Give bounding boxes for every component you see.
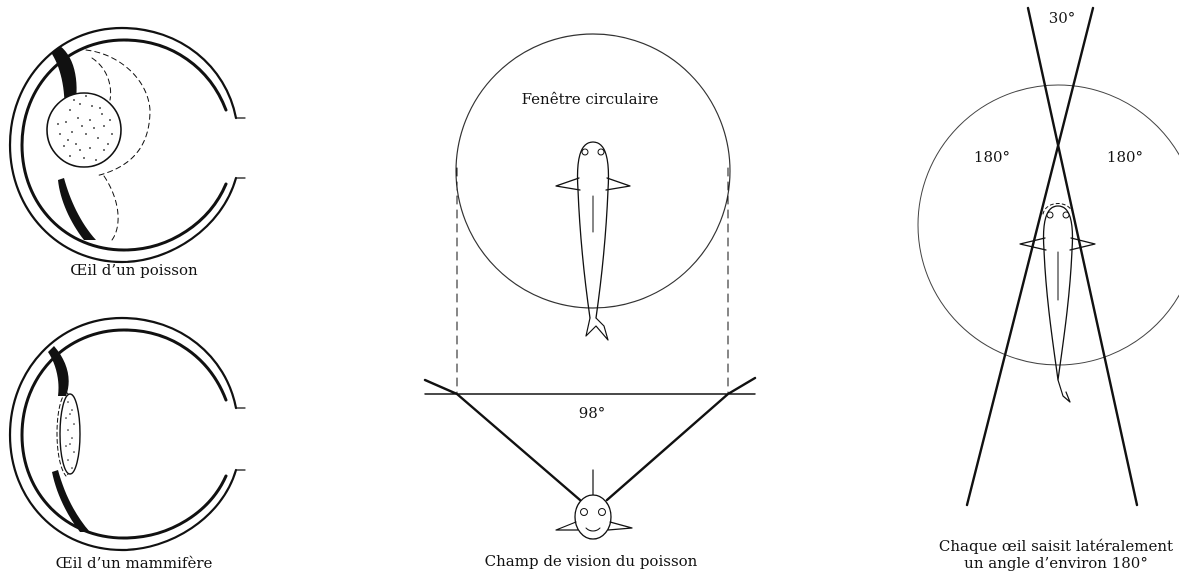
mammal-eye-diagram: Œil d’un mammifère — [8, 316, 246, 572]
left-angle-label: 180° — [974, 148, 1010, 166]
right-angle-label: 180° — [1107, 148, 1143, 166]
circular-window-label: Fenêtre circulaire — [522, 90, 659, 108]
left-eye-sight-line — [1026, 6, 1139, 507]
mammal-flat-lens — [59, 393, 81, 475]
mammal-iris-shape — [48, 346, 69, 396]
fish-top-view-lateral — [1019, 203, 1096, 403]
lateral-caption-line2: un angle d’environ 180° — [964, 554, 1148, 572]
fish-eye-diagram: Œil d’un poisson — [8, 26, 246, 279]
viewing-angle-label: 98° — [579, 404, 606, 422]
circular-window-circle — [455, 33, 731, 309]
fish-eye-caption: Œil d’un poisson — [70, 261, 198, 279]
fish-top-view — [555, 141, 631, 341]
top-angle-label: 30° — [1049, 9, 1076, 27]
right-eye-sight-line — [965, 6, 1095, 507]
fish-spherical-lens — [46, 92, 122, 168]
lateral-caption-line1: Chaque œil saisit latéralement — [939, 537, 1173, 555]
mammal-eye-caption: Œil d’un mammifère — [56, 554, 213, 572]
field-of-view-caption: Champ de vision du poisson — [485, 552, 698, 570]
lateral-vision-diagram: 30° 180° 180° Chaque œil saisit latérale… — [917, 6, 1179, 572]
fish-front-view — [555, 469, 633, 540]
field-of-view-diagram: Fenêtre circulaire 98° Ch — [423, 33, 757, 570]
lateral-vision-circle — [917, 84, 1179, 366]
